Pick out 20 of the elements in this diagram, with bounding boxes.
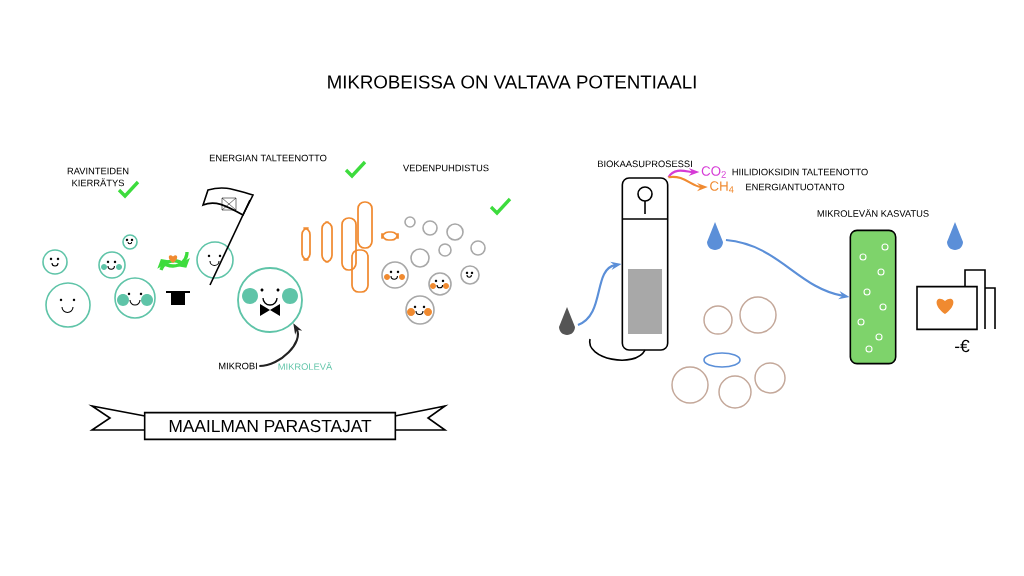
node-caption: HIILIDIOKSIDIN TALTEENOTTO — [732, 168, 868, 176]
label: ENERGIAN TALTEENOTTO — [209, 154, 327, 162]
water-drop — [559, 307, 575, 335]
ribbon-banner: MAAILMAN PARASTAJAT — [88, 404, 449, 441]
title: MIKROBEISSA ON VALTAVA POTENTIAALI — [328, 75, 696, 89]
label: VEDENPUHDISTUS — [403, 164, 489, 172]
node-caption: ENERGIANTUOTANTO — [746, 183, 845, 191]
formula-text: CH$_{4}$ — [710, 181, 734, 193]
node-label: MIKROLEVÄN KASVATUS — [817, 208, 929, 217]
biogas-reactor: BIOKAASUPROSESSI — [589, 160, 692, 361]
water-drop — [707, 222, 723, 250]
building-drawing — [916, 269, 996, 331]
formula-text: CO$_{2}$ — [701, 166, 726, 178]
label: MIKROLEVÄ — [278, 362, 333, 370]
caption-text: MIKROBI — [219, 362, 257, 370]
node-label: BIOKAASUPROSESSI — [598, 160, 692, 168]
algae-photobioreactor: MIKROLEVÄN KASVATUS — [817, 208, 929, 365]
water-drop — [947, 222, 963, 250]
microbe-character-drawing — [237, 267, 303, 333]
label: RAVINTEIDEN KIERRÄTYS — [67, 167, 129, 187]
